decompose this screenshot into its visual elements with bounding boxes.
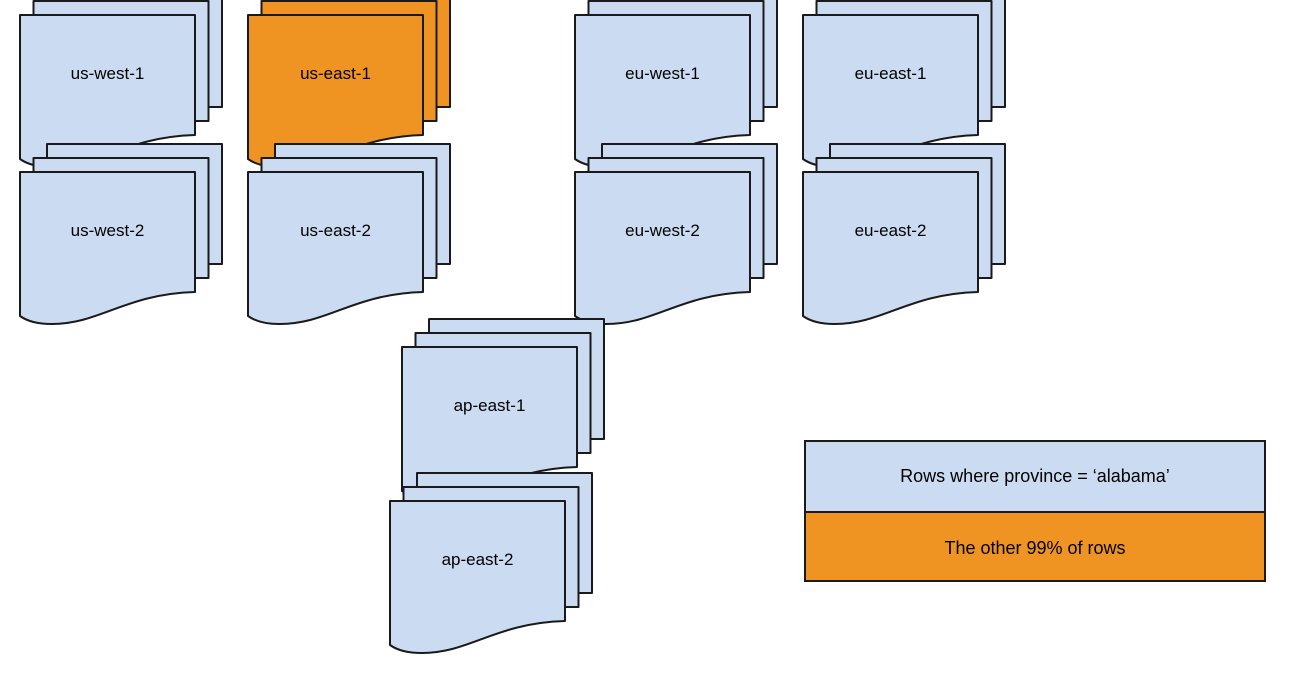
region-stack-eu-east-2[interactable]: eu-east-2 bbox=[802, 143, 1011, 332]
stack-shape-ap-east-2 bbox=[389, 472, 593, 654]
stack-shape-eu-east-2 bbox=[802, 143, 1006, 325]
stack-shape-eu-west-1 bbox=[574, 0, 778, 168]
region-stack-eu-west-2[interactable]: eu-west-2 bbox=[574, 143, 783, 332]
stack-shape-eu-east-1 bbox=[802, 0, 1006, 168]
legend-row-label: The other 99% of rows bbox=[944, 538, 1126, 558]
stack-shape-us-east-2 bbox=[247, 143, 451, 325]
stack-front-sheet bbox=[574, 171, 751, 325]
stack-shape-ap-east-1 bbox=[401, 318, 605, 500]
region-stack-us-east-2[interactable]: us-east-2 bbox=[247, 143, 456, 332]
region-stack-us-west-1[interactable]: us-west-1 bbox=[19, 0, 228, 175]
region-stack-eu-west-1[interactable]: eu-west-1 bbox=[574, 0, 783, 175]
legend-row-label: Rows where province = ‘alabama’ bbox=[900, 466, 1170, 486]
stack-front-sheet bbox=[389, 500, 566, 654]
stack-shape-us-west-1 bbox=[19, 0, 223, 168]
region-stack-us-east-1[interactable]: us-east-1 bbox=[247, 0, 456, 175]
region-stack-ap-east-2[interactable]: ap-east-2 bbox=[389, 472, 598, 661]
stack-front-sheet bbox=[802, 171, 979, 325]
stack-front-sheet bbox=[247, 171, 424, 325]
stack-shape-us-west-2 bbox=[19, 143, 223, 325]
legend: Rows where province = ‘alabama’ The other… bbox=[804, 440, 1266, 582]
region-stack-eu-east-1[interactable]: eu-east-1 bbox=[802, 0, 1011, 175]
stack-front-sheet bbox=[19, 171, 196, 325]
region-stack-us-west-2[interactable]: us-west-2 bbox=[19, 143, 228, 332]
legend-row-orange: The other 99% of rows bbox=[806, 513, 1264, 580]
stack-shape-eu-west-2 bbox=[574, 143, 778, 325]
stack-shape-us-east-1 bbox=[247, 0, 451, 168]
legend-row-blue: Rows where province = ‘alabama’ bbox=[806, 442, 1264, 513]
